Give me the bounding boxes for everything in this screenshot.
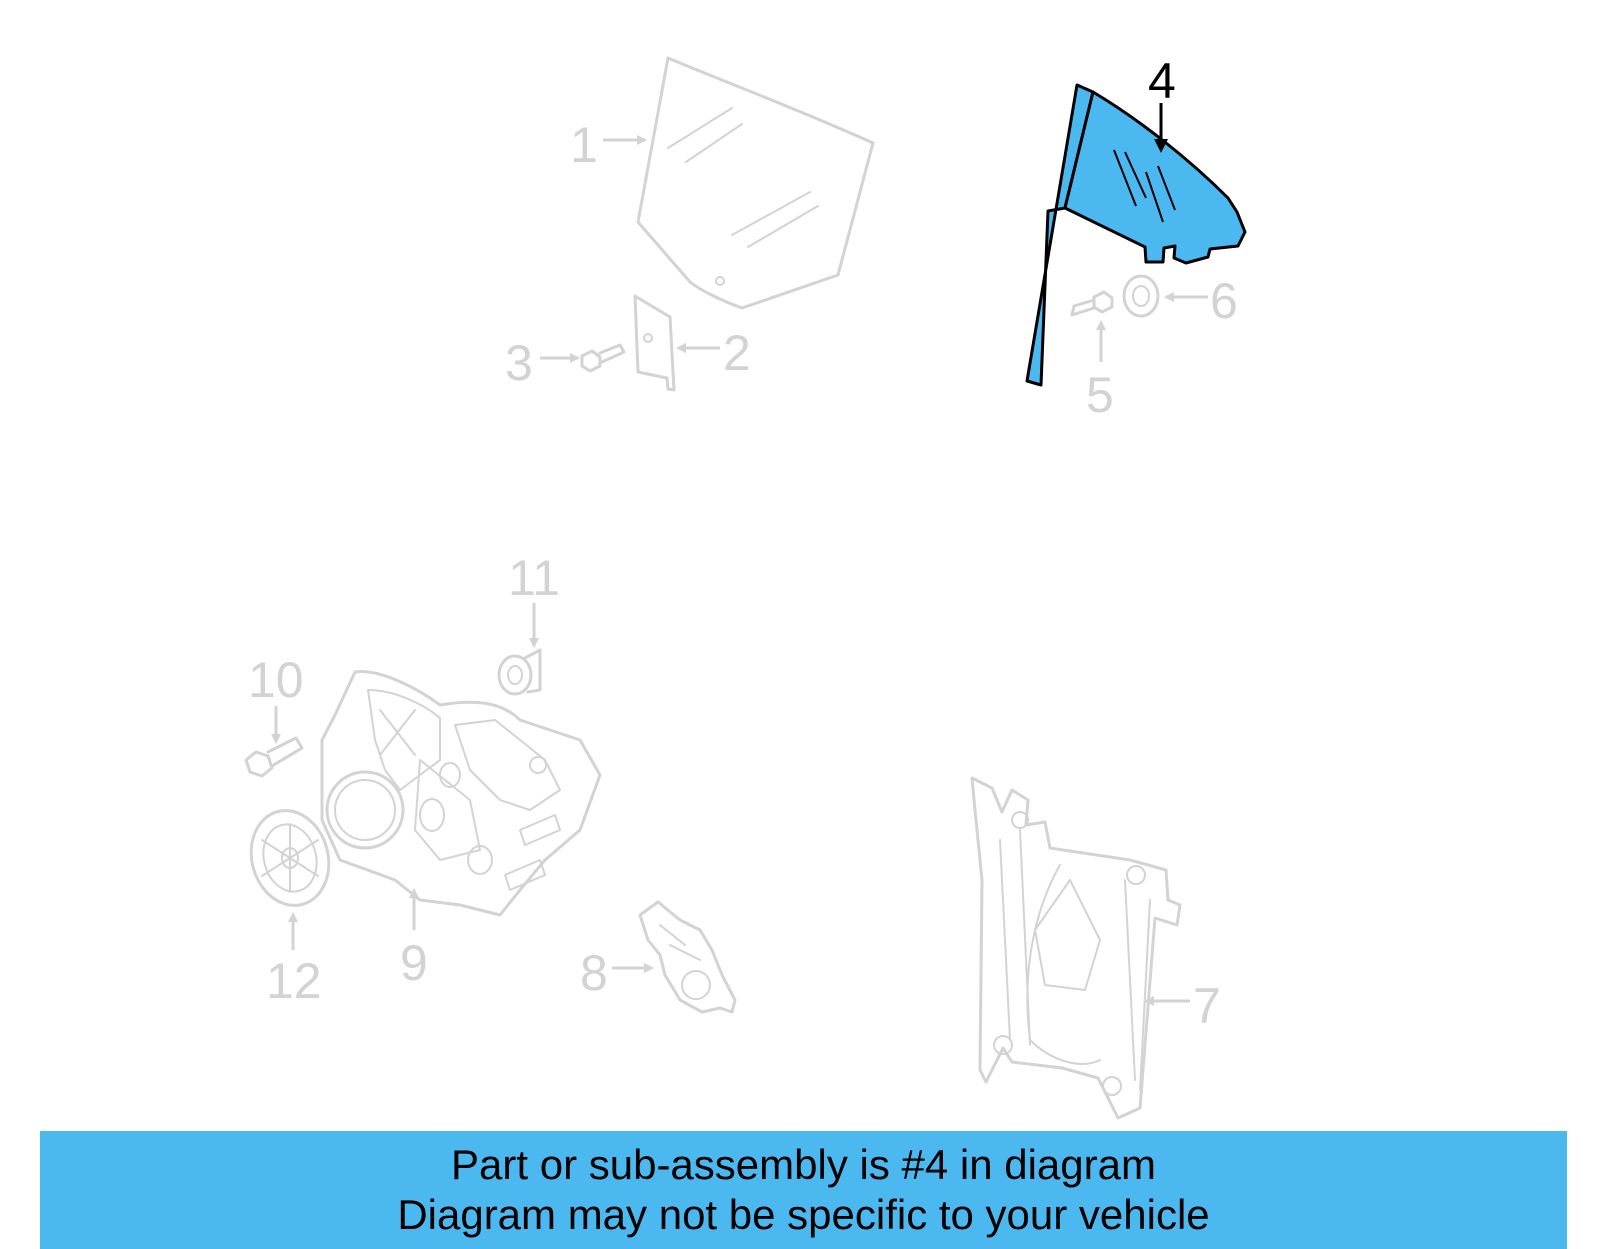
part-11-clip [497,648,542,696]
callout-1: 1 [570,117,598,173]
part-3-bolt [580,343,626,373]
part-7-regulator [970,776,1182,1120]
callout-6: 6 [1210,273,1238,329]
banner-line-part-number: Part or sub-assembly is #4 in diagram [451,1141,1156,1188]
part-8-motor [638,900,737,1014]
callout-8: 8 [580,945,608,1001]
part-4-quarter-glass [1025,83,1247,387]
callout-10: 10 [248,652,304,708]
callout-4: 4 [1148,53,1176,109]
part-9-carrier [320,670,602,917]
callout-7: 7 [1193,978,1221,1034]
part-6-grommet [1122,274,1160,318]
part-10-bolt [244,736,304,778]
callout-2: 2 [723,325,751,381]
callout-5: 5 [1086,367,1114,423]
banner-background [40,1131,1567,1249]
banner-line-disclaimer: Diagram may not be specific to your vehi… [397,1191,1210,1238]
callout-3: 3 [505,335,533,391]
part-12-speaker-cover [249,809,331,907]
callout-12: 12 [266,953,322,1009]
callout-9: 9 [400,935,428,991]
part-1-door-glass [636,56,875,310]
part-5-bolt [1070,290,1114,317]
part-2-bracket [633,294,676,392]
info-banner: Part or sub-assembly is #4 in diagram Di… [40,1131,1567,1249]
callout-11: 11 [508,550,560,606]
